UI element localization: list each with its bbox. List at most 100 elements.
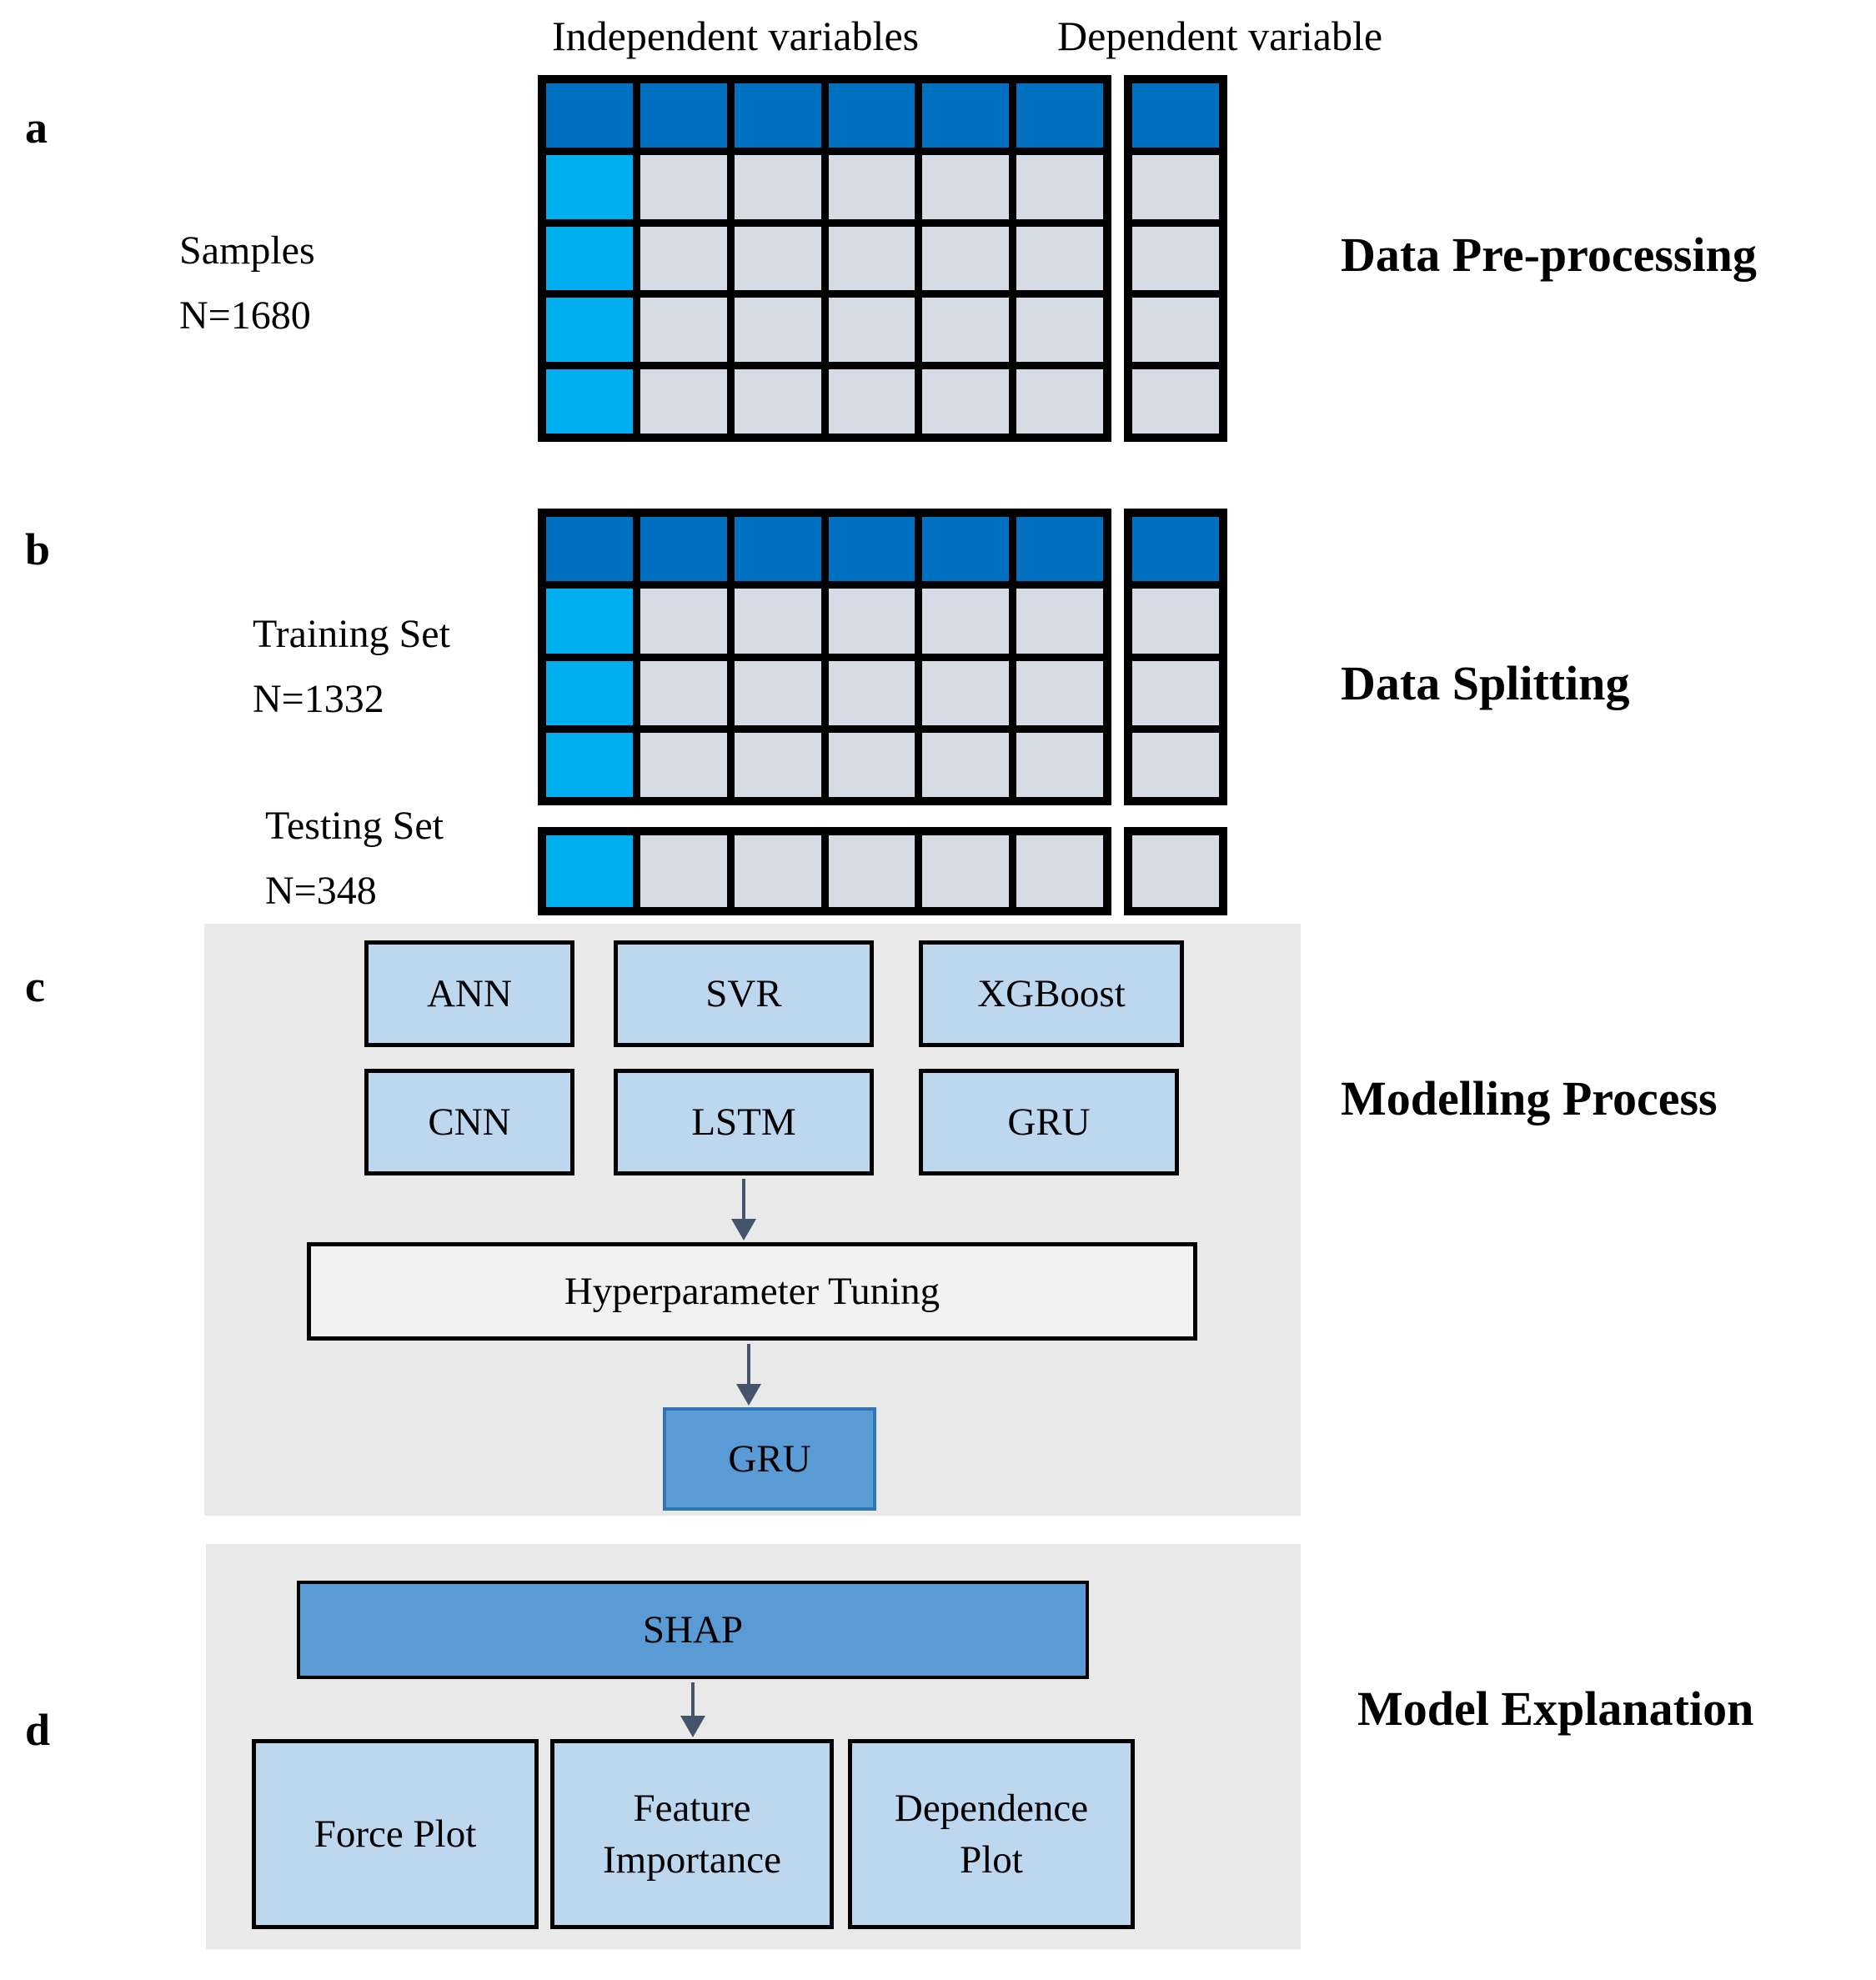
training-table-dependent xyxy=(1124,509,1227,805)
table-cell xyxy=(640,226,727,291)
table-cell xyxy=(1016,226,1103,291)
table-cell xyxy=(1132,369,1219,434)
stage-label-model-explanation: Model Explanation xyxy=(1357,1682,1754,1736)
arrow-head xyxy=(680,1716,705,1737)
table-cell xyxy=(1016,732,1103,797)
table-cell xyxy=(828,589,915,654)
table-cell xyxy=(828,660,915,725)
table-cell xyxy=(922,732,1010,797)
explanation-box-force-plot: Force Plot xyxy=(252,1739,539,1929)
table-cell xyxy=(828,835,915,907)
table-cell xyxy=(922,83,1010,148)
table-cell xyxy=(734,298,821,363)
model-box-lstm: LSTM xyxy=(614,1069,874,1175)
table-cell xyxy=(734,660,821,725)
samples-label: Samples N=1680 xyxy=(179,218,315,348)
table-cell xyxy=(922,589,1010,654)
arrow-shaft xyxy=(747,1344,750,1386)
table-cell xyxy=(828,154,915,219)
table-cell xyxy=(734,154,821,219)
table-cell xyxy=(640,835,727,907)
table-cell xyxy=(1132,732,1219,797)
arrow-head xyxy=(736,1384,761,1406)
model-box-cnn: CNN xyxy=(364,1069,574,1175)
table-cell xyxy=(640,660,727,725)
testing-set-label-line1: Testing Set xyxy=(265,804,444,848)
table-cell xyxy=(640,369,727,434)
table-cell xyxy=(1016,154,1103,219)
samples-label-line2: N=1680 xyxy=(179,293,311,338)
table-cell xyxy=(1132,589,1219,654)
model-box-gru: GRU xyxy=(919,1069,1179,1175)
table-cell xyxy=(734,83,821,148)
preprocessing-table-dependent xyxy=(1124,75,1227,442)
table-cell xyxy=(922,835,1010,907)
model-box-svr: SVR xyxy=(614,940,874,1047)
section-c-letter: c xyxy=(25,961,45,1011)
table-cell xyxy=(1132,226,1219,291)
explanation-box-dependence-plot: Dependence Plot xyxy=(848,1739,1135,1929)
arrow-shaft xyxy=(691,1682,695,1717)
testing-set-label-line2: N=348 xyxy=(265,869,377,913)
table-cell xyxy=(922,660,1010,725)
table-cell xyxy=(734,589,821,654)
down-arrow-icon xyxy=(680,1682,706,1737)
table-cell xyxy=(734,732,821,797)
table-cell xyxy=(1016,369,1103,434)
testing-table-independent xyxy=(538,827,1111,915)
table-cell xyxy=(922,369,1010,434)
table-cell xyxy=(546,732,633,797)
table-cell xyxy=(1016,83,1103,148)
table-cell xyxy=(734,835,821,907)
arrow-head xyxy=(731,1219,756,1241)
table-cell xyxy=(828,517,915,582)
table-cell xyxy=(1016,298,1103,363)
dependent-variable-label: Dependent variable xyxy=(1057,13,1383,59)
table-cell xyxy=(640,83,727,148)
table-cell xyxy=(546,660,633,725)
table-cell xyxy=(1132,660,1219,725)
table-cell xyxy=(546,226,633,291)
stage-label-modelling-process: Modelling Process xyxy=(1341,1071,1718,1125)
table-cell xyxy=(1132,835,1219,907)
table-cell xyxy=(828,369,915,434)
table-cell xyxy=(546,83,633,148)
training-table-independent xyxy=(538,509,1111,805)
table-cell xyxy=(1132,83,1219,148)
table-cell xyxy=(922,298,1010,363)
hyperparameter-tuning-box: Hyperparameter Tuning xyxy=(307,1242,1197,1341)
down-arrow-icon xyxy=(730,1179,757,1241)
table-cell xyxy=(828,732,915,797)
table-cell xyxy=(922,154,1010,219)
table-cell xyxy=(922,517,1010,582)
table-cell xyxy=(546,154,633,219)
testing-set-label: Testing Set N=348 xyxy=(265,794,444,924)
training-set-label-line2: N=1332 xyxy=(253,677,384,721)
table-cell xyxy=(1016,835,1103,907)
table-cell xyxy=(1132,154,1219,219)
table-cell xyxy=(546,589,633,654)
table-cell xyxy=(546,298,633,363)
section-b-letter: b xyxy=(25,524,51,574)
table-cell xyxy=(640,298,727,363)
table-cell xyxy=(1132,517,1219,582)
section-a-letter: a xyxy=(25,103,48,153)
model-box-ann: ANN xyxy=(364,940,574,1047)
table-cell xyxy=(1016,660,1103,725)
table-cell xyxy=(828,83,915,148)
samples-label-line1: Samples xyxy=(179,228,315,273)
table-cell xyxy=(828,226,915,291)
stage-label-data-preprocessing: Data Pre-processing xyxy=(1341,228,1757,282)
preprocessing-table-independent xyxy=(538,75,1111,442)
explanation-box-feature-importance: Feature Importance xyxy=(550,1739,834,1929)
table-cell xyxy=(640,732,727,797)
table-cell xyxy=(1016,517,1103,582)
table-cell xyxy=(546,369,633,434)
testing-table-dependent xyxy=(1124,827,1227,915)
training-set-label: Training Set N=1332 xyxy=(253,602,450,732)
table-cell xyxy=(546,835,633,907)
table-cell xyxy=(640,154,727,219)
shap-box: SHAP xyxy=(297,1581,1089,1679)
selected-model-box-gru: GRU xyxy=(663,1407,876,1511)
